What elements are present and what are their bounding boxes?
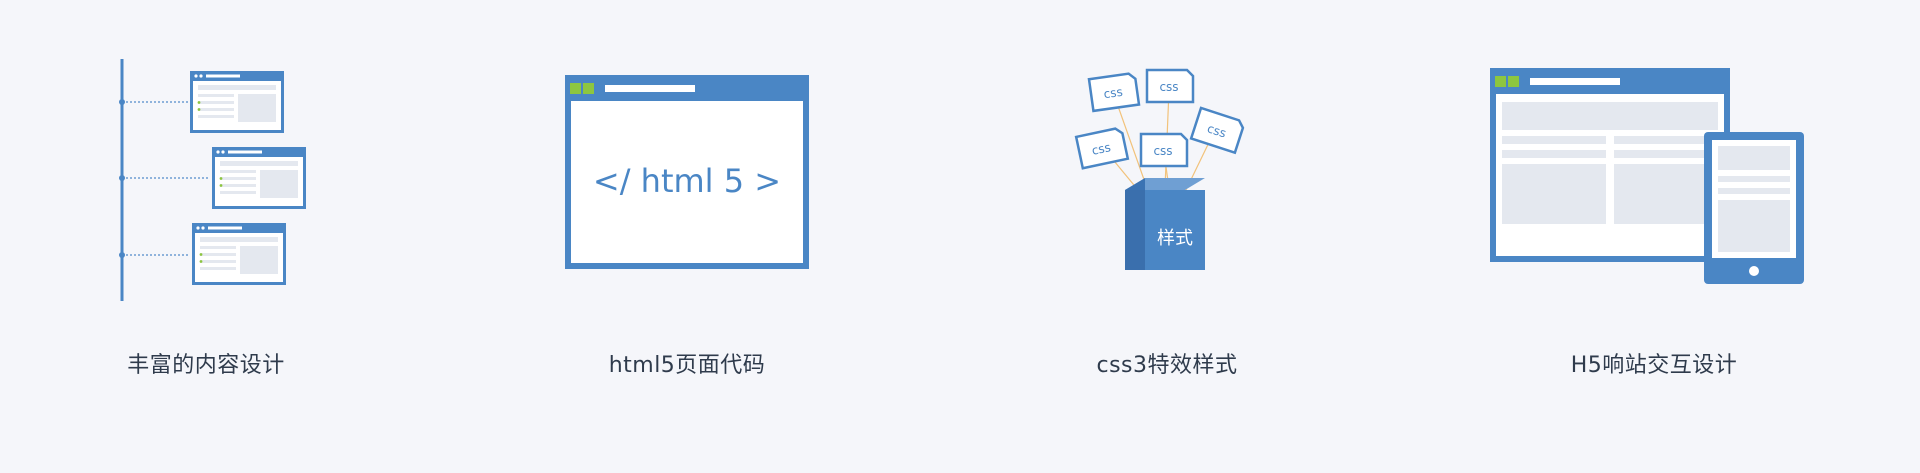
html5-browser-icon: </ html 5 >	[565, 75, 809, 269]
feature-html5-code: </ html 5 > html5页面代码	[480, 0, 960, 473]
feature-label: 丰富的内容设计	[127, 353, 285, 378]
css-tag: css	[1090, 140, 1112, 158]
feature-content-design: 丰富的内容设计	[0, 0, 480, 473]
content-timeline-icon	[119, 59, 306, 301]
css-tag: css	[1103, 85, 1124, 102]
cube-label: 样式	[1157, 228, 1193, 249]
feature-label: css3特效样式	[1096, 353, 1238, 378]
css-tag: css	[1205, 121, 1228, 140]
css-tag: css	[1153, 144, 1172, 158]
html5-code-text: </ html 5 >	[593, 162, 781, 200]
css-tag: css	[1159, 80, 1178, 94]
css3-styles-cube-icon: 样式 css css css css css	[1074, 68, 1245, 270]
feature-label: html5页面代码	[608, 353, 766, 378]
feature-css3-styles: 样式 css css css css css css3特效	[960, 0, 1440, 473]
feature-responsive-design: H5响站交互设计	[1440, 0, 1920, 473]
responsive-devices-icon	[1490, 68, 1804, 284]
feature-label: H5响站交互设计	[1570, 353, 1738, 378]
